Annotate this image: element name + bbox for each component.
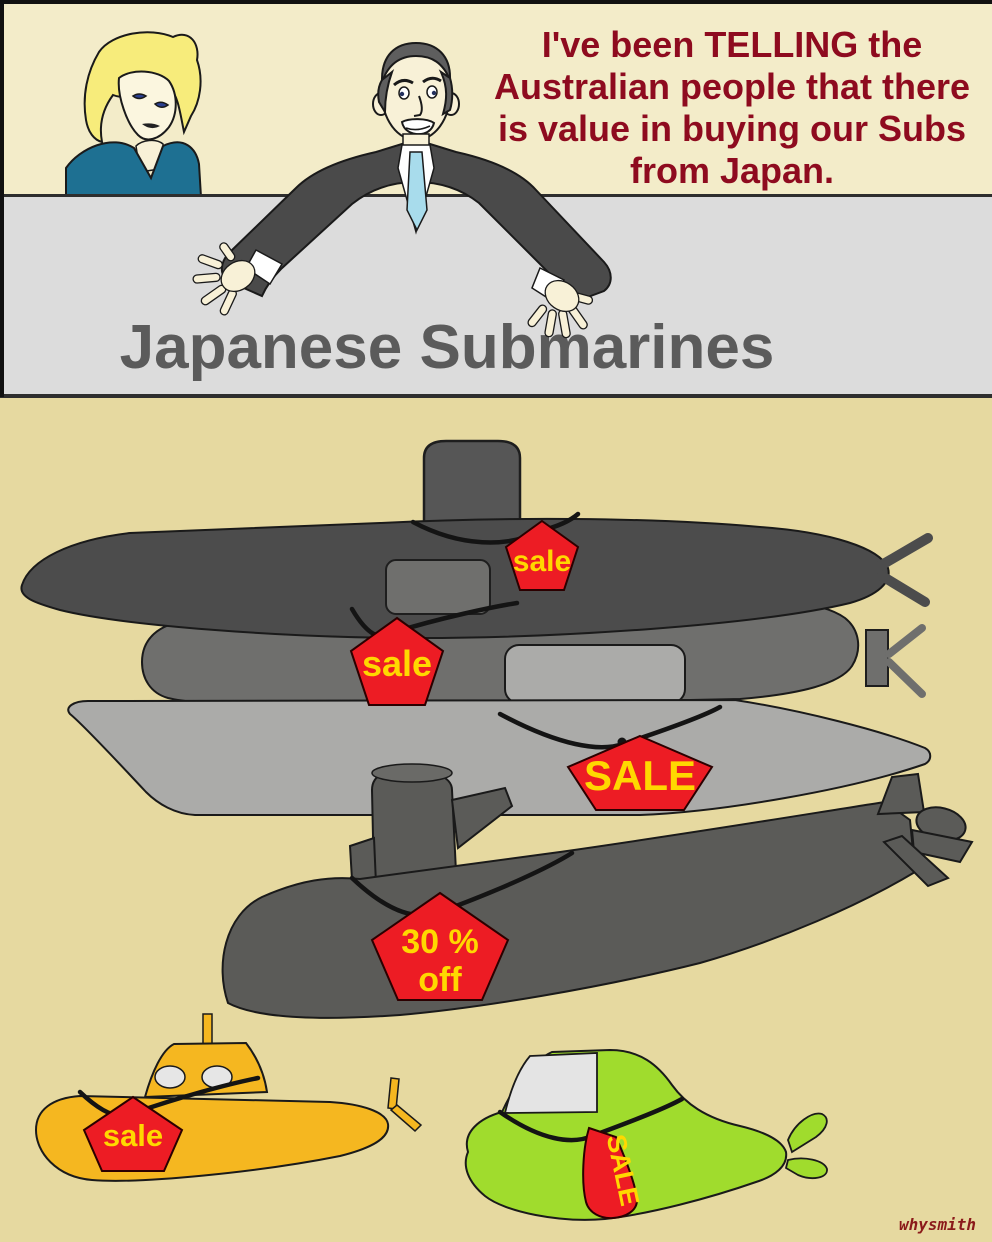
- yellow-periscope: [202, 1013, 213, 1047]
- submarine-1-propeller: [875, 533, 933, 607]
- frame-left-edge: [0, 0, 4, 397]
- sale-tag-5: sale: [82, 1095, 184, 1172]
- submarine-3: [67, 644, 932, 816]
- man-left-pupil: [399, 91, 405, 97]
- green-window: [503, 1052, 598, 1114]
- speech-line-2: Australian people that there: [494, 66, 970, 107]
- man-right-hand: [527, 279, 594, 339]
- submarine-4-sail-top: [371, 763, 453, 783]
- man-tie: [406, 151, 428, 232]
- sale-tag-1-label: sale: [513, 545, 571, 578]
- price-tags: sale sale SALE 30 % off: [349, 511, 723, 1001]
- yellow-tail-fin-down: [389, 1104, 423, 1133]
- man-hair-left-temple: [377, 69, 395, 116]
- man-mouth-inner: [405, 125, 431, 131]
- woman-top: [65, 141, 203, 198]
- sale-tag-4-line-2: off: [418, 961, 462, 999]
- banner-title: Japanese Submarines: [120, 313, 775, 382]
- sale-tag-4: 30 % off: [370, 891, 510, 1001]
- tag-string-6: [497, 1096, 685, 1143]
- woman-face: [117, 70, 177, 141]
- speech-line-1: I've been TELLING the: [542, 24, 923, 65]
- banner-border-bottom: [0, 394, 992, 398]
- sale-tag-5-label: sale: [103, 1118, 163, 1153]
- submarine-3-hull: [67, 698, 932, 816]
- artist-signature: whysmith: [899, 1215, 976, 1234]
- man-right-eyebrow: [422, 76, 442, 84]
- woman-left-eye: [131, 93, 148, 100]
- man-figure: [192, 41, 612, 339]
- submarine-2-details: [385, 559, 926, 698]
- submarine-2-propeller: [885, 624, 926, 698]
- sale-tag-2-label: sale: [362, 643, 432, 684]
- green-tail-fin-up: [787, 1112, 828, 1154]
- submarine-1-sail: [422, 439, 522, 529]
- woman-figure: [65, 31, 203, 198]
- submarine-3-sail: [504, 644, 686, 704]
- woman-mouth: [142, 123, 160, 129]
- frame-top-edge: [0, 0, 992, 4]
- submarine-yellow: sale: [34, 1013, 423, 1182]
- submarine-4-tail-fin-right: [910, 828, 974, 864]
- sale-tag-2: sale: [349, 616, 445, 706]
- speech-text: I've been TELLING the Australian people …: [494, 24, 970, 191]
- sale-tag-3: SALE: [566, 734, 714, 811]
- man-right-pupil: [431, 90, 437, 96]
- man-hair-right-temple: [438, 69, 454, 117]
- sale-tag-4-line-1: 30 %: [401, 923, 479, 961]
- speech-line-3: is value in buying our Subs: [498, 108, 966, 149]
- man-nose: [413, 95, 423, 117]
- submarine-2-sail: [385, 559, 491, 615]
- green-tail-fin-down: [784, 1157, 828, 1180]
- man-left-eyebrow: [393, 78, 414, 87]
- yellow-porthole-left: [154, 1065, 186, 1089]
- man-suit: [220, 142, 612, 306]
- submarine-2-rudder: [865, 629, 889, 687]
- sale-tag-6: SALE: [582, 1126, 645, 1220]
- sale-tag-1: sale: [504, 519, 580, 591]
- sale-tag-3-label: SALE: [584, 752, 696, 799]
- submarine-green: SALE: [464, 1048, 828, 1221]
- submarine-4-sail-fin-right: [450, 786, 514, 850]
- desk-banner: Japanese Submarines: [0, 194, 992, 398]
- man-left-hand: [192, 242, 256, 316]
- submarine-4-tail-fin-down: [882, 834, 950, 888]
- woman-right-eye: [153, 101, 170, 108]
- man-mouth: [400, 118, 436, 136]
- banner-panel: [0, 197, 992, 395]
- speech-line-4: from Japan.: [630, 150, 834, 191]
- submarine-4-tail-fin-up: [876, 772, 926, 816]
